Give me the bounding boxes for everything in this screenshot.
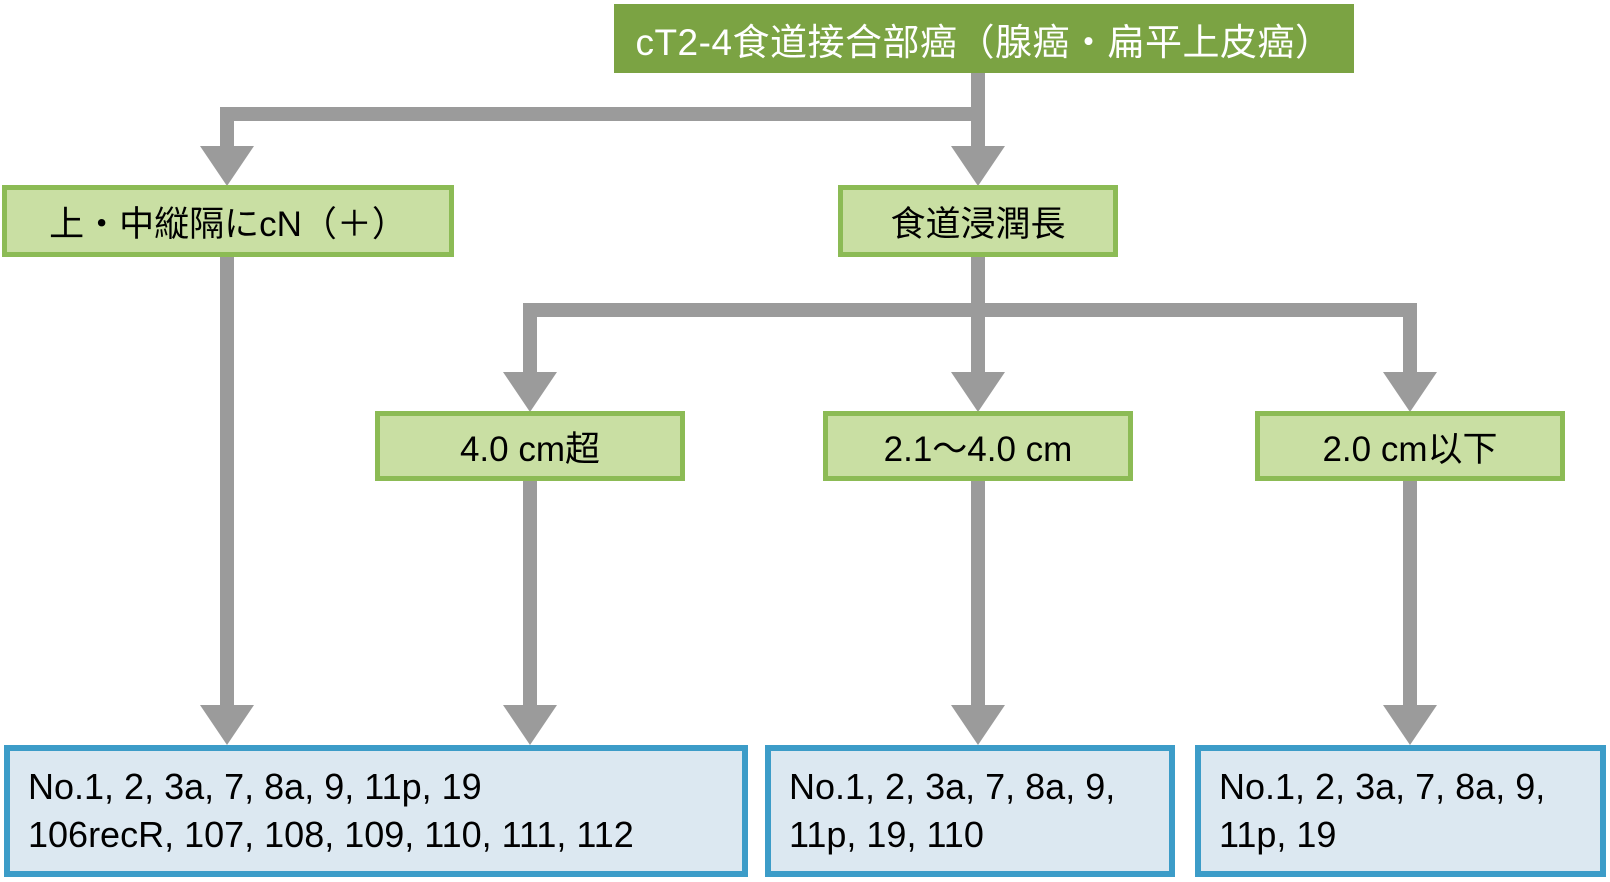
connector-drop-cn bbox=[220, 107, 234, 147]
arrow-into-over4cm-box bbox=[503, 372, 557, 412]
node-under-2cm: 2.0 cm以下 bbox=[1255, 411, 1565, 481]
arrow-into-result-standard bbox=[1383, 705, 1437, 745]
node-cn-positive-label: 上・中縦隔にcN（＋） bbox=[49, 204, 407, 244]
root-node-label: cT2-4食道接合部癌（腺癌・扁平上皮癌） bbox=[635, 21, 1333, 63]
connector-drop-between bbox=[971, 317, 985, 373]
connector-under2cm-to-result bbox=[1403, 481, 1417, 706]
connector-invasion-stem bbox=[971, 257, 985, 317]
node-over-4cm: 4.0 cm超 bbox=[375, 411, 685, 481]
root-node-ct2-4-junction-cancer: cT2-4食道接合部癌（腺癌・扁平上皮癌） bbox=[614, 4, 1354, 73]
connector-between-to-result bbox=[971, 481, 985, 706]
node-between-2-1-and-4cm: 2.1～4.0 cm bbox=[823, 411, 1133, 481]
result-intermediate-line-2: 11p, 19, 110 bbox=[789, 814, 984, 855]
arrow-into-result-extended-left bbox=[200, 705, 254, 745]
connector-drop-over4cm bbox=[523, 303, 537, 373]
node-esophageal-invasion-length: 食道浸潤長 bbox=[838, 185, 1118, 257]
result-standard-line-1: No.1, 2, 3a, 7, 8a, 9, bbox=[1219, 766, 1546, 808]
result-box-extended-dissection: No.1, 2, 3a, 7, 8a, 9, 11p, 19 106recR, … bbox=[4, 745, 748, 877]
arrow-into-result-extended-right bbox=[503, 705, 557, 745]
node-between-label: 2.1～4.0 cm bbox=[883, 429, 1073, 469]
connector-cn-to-result bbox=[220, 257, 234, 706]
result-extended-line-2: 106recR, 107, 108, 109, 110, 111, 112 bbox=[28, 814, 634, 855]
result-box-standard-dissection: No.1, 2, 3a, 7, 8a, 9, 11p, 19 bbox=[1195, 745, 1606, 877]
arrow-into-invasion-box bbox=[951, 146, 1005, 186]
result-standard-line-2: 11p, 19 bbox=[1219, 814, 1337, 855]
connector-level1-hbar bbox=[220, 107, 985, 121]
result-intermediate-line-1: No.1, 2, 3a, 7, 8a, 9, bbox=[789, 766, 1116, 808]
arrow-into-result-intermediate bbox=[951, 705, 1005, 745]
arrow-into-cn-box bbox=[200, 146, 254, 186]
arrow-into-between-box bbox=[951, 372, 1005, 412]
node-cn-positive-mediastinum: 上・中縦隔にcN（＋） bbox=[2, 185, 454, 257]
connector-over4cm-to-result bbox=[523, 481, 537, 706]
connector-level2-hbar bbox=[523, 303, 1417, 317]
node-over-4cm-label: 4.0 cm超 bbox=[459, 429, 601, 469]
connector-drop-under2cm bbox=[1403, 303, 1417, 373]
result-box-intermediate-dissection: No.1, 2, 3a, 7, 8a, 9, 11p, 19, 110 bbox=[765, 745, 1175, 877]
arrow-into-under2cm-box bbox=[1383, 372, 1437, 412]
result-extended-line-1: No.1, 2, 3a, 7, 8a, 9, 11p, 19 bbox=[28, 766, 482, 808]
node-under-2cm-label: 2.0 cm以下 bbox=[1322, 429, 1498, 469]
node-invasion-length-label: 食道浸潤長 bbox=[890, 204, 1066, 244]
